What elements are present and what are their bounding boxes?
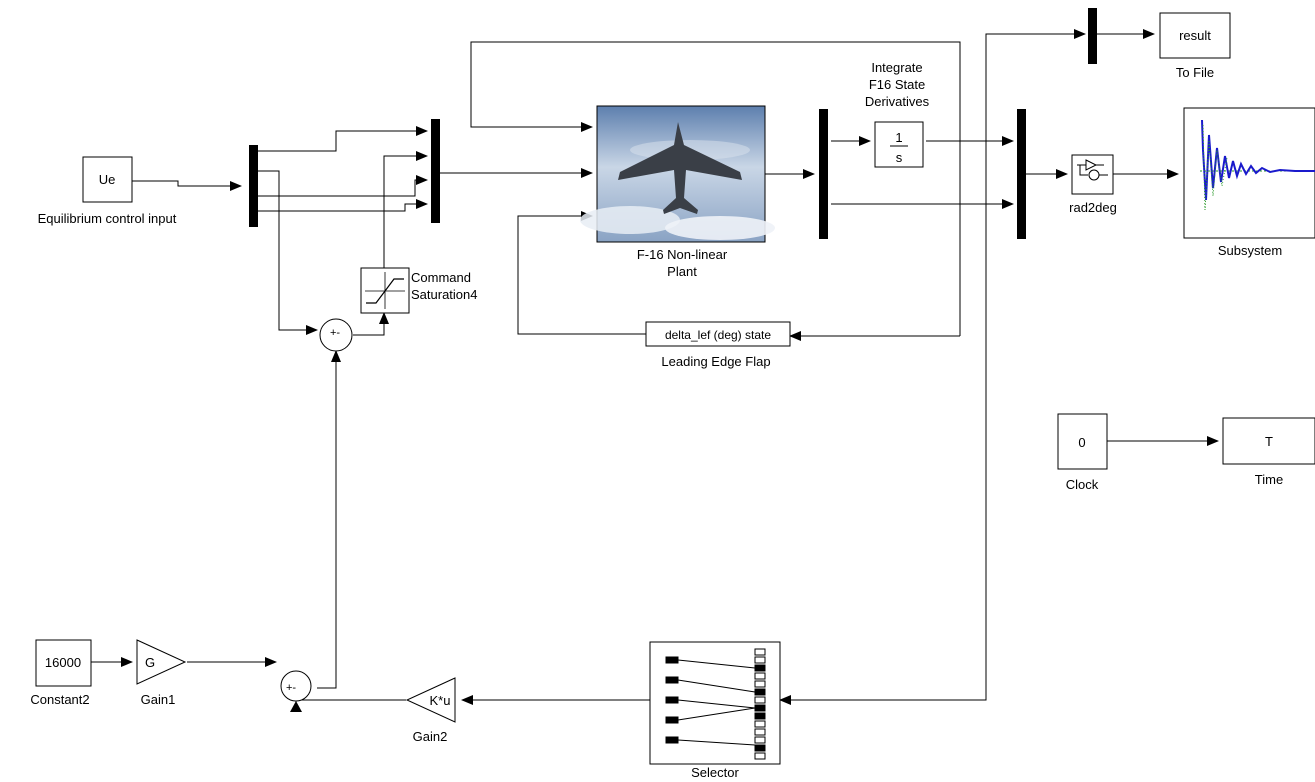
lef-block[interactable]: delta_lef (deg) state [646,322,790,346]
subsystem-caption: Subsystem [1218,243,1282,258]
integrator-caption-3: Derivatives [865,94,930,109]
integrator-block[interactable]: 1 s [875,122,923,167]
wire-state-to-selector[interactable] [780,141,986,700]
demux-bar-3[interactable] [819,109,828,239]
time-caption: Time [1255,472,1283,487]
sum-block-2[interactable]: +- [281,671,311,701]
lef-caption: Leading Edge Flap [661,354,770,369]
constant2-caption: Constant2 [30,692,89,707]
selector-caption: Selector [691,765,739,780]
wire-sum2-to-sum1[interactable] [317,351,336,688]
integrator-caption-1: Integrate [871,60,922,75]
wire-sum1-to-saturation[interactable] [353,313,384,335]
clock-text: 0 [1078,435,1085,450]
to-file-block[interactable]: result [1160,13,1230,58]
saturation-caption-2: Saturation4 [411,287,478,302]
integrator-caption-2: F16 State [869,77,925,92]
gain1-text: G [145,655,155,670]
sum-block-1[interactable]: +- [320,319,352,351]
clock-block[interactable]: 0 [1058,414,1107,469]
sum2-signs: +- [286,682,296,694]
f16-plant-block[interactable] [580,106,775,242]
gain2-block[interactable]: K*u [407,678,455,722]
saturation-caption-1: Command [411,270,471,285]
integrator-den: s [896,150,903,165]
plant-caption-1: F-16 Non-linear [637,247,728,262]
gain1-block[interactable]: G [137,640,185,684]
integrator-num: 1 [895,130,902,145]
mux-bar-2[interactable] [431,119,440,223]
wire-demux-out3[interactable] [258,204,427,211]
lef-text: delta_lef (deg) state [665,328,771,342]
wire-demux-out1[interactable] [258,131,427,151]
wire-state-bus[interactable] [986,34,1085,141]
wire-gain2-to-sum2[interactable] [296,700,406,707]
mux-bar-tofile[interactable] [1088,8,1097,64]
plant-caption-2: Plant [667,264,697,279]
ue-constant-block[interactable]: Ue [83,157,132,202]
ue-text: Ue [99,172,116,187]
subsystem-block[interactable] [1184,108,1315,238]
constant2-block[interactable]: 16000 [36,640,91,686]
time-block[interactable]: T [1223,418,1315,464]
sum1-signs: +- [330,327,340,339]
mux-bar-4[interactable] [1017,109,1026,239]
wire-ue-to-demux[interactable] [132,181,241,186]
constant2-text: 16000 [45,655,81,670]
demux-bar-1[interactable] [249,145,258,227]
gain2-caption: Gain2 [413,729,448,744]
time-text: T [1265,434,1273,449]
wire-demux-to-sum1[interactable] [258,171,317,330]
rad2deg-block[interactable] [1072,155,1113,194]
ue-caption: Equilibrium control input [38,211,177,226]
selector-block[interactable] [650,642,780,764]
gain1-caption: Gain1 [141,692,176,707]
wire-saturation-to-mux[interactable] [384,156,427,268]
gain2-text: K*u [430,693,451,708]
saturation-block[interactable] [361,268,409,313]
rad2deg-caption: rad2deg [1069,200,1117,215]
wire-demux-out2[interactable] [258,180,427,196]
clock-caption: Clock [1066,477,1099,492]
to-file-caption: To File [1176,65,1214,80]
to-file-text: result [1179,28,1211,43]
